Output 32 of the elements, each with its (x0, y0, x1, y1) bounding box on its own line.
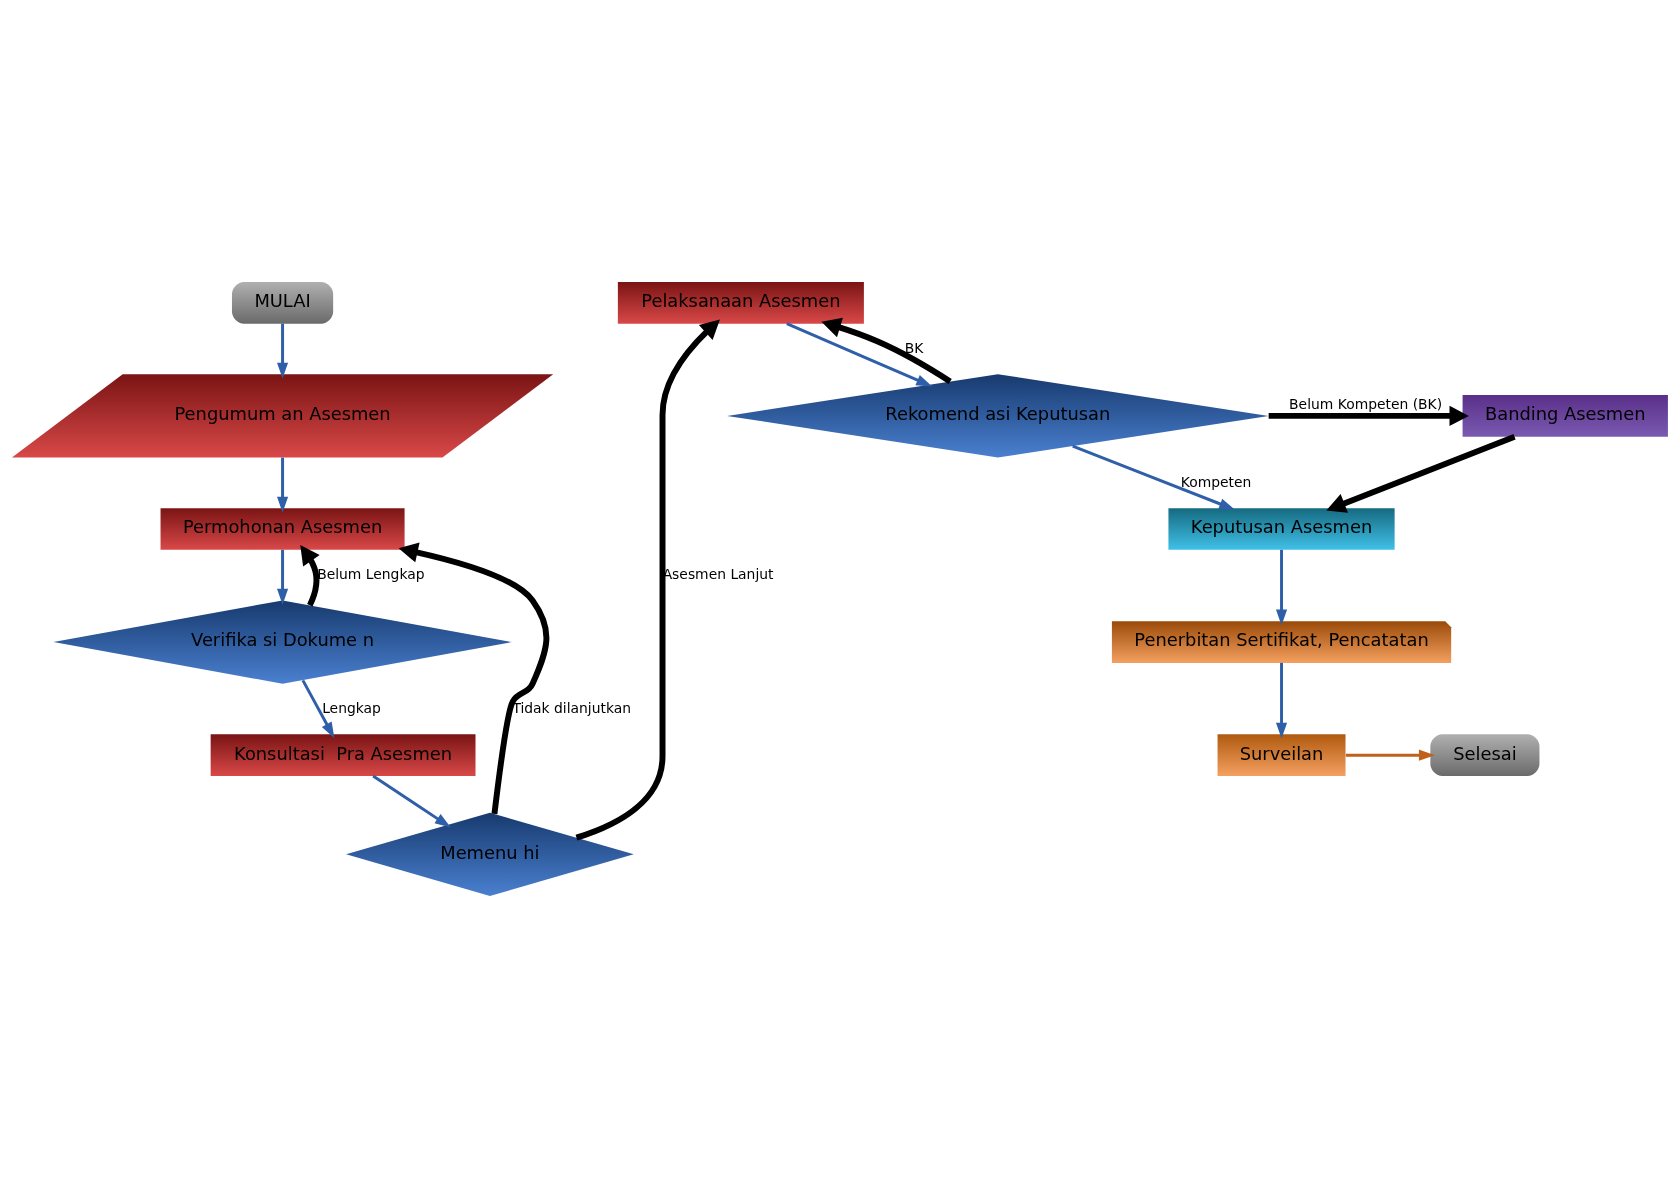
edge-label: BK (904, 339, 924, 356)
arrow (1275, 662, 1288, 739)
arrow (398, 542, 550, 815)
arrow (372, 774, 451, 828)
node-box: Keputusan Asesmen (1168, 508, 1395, 550)
node-box: Permohonan Asesmen (160, 508, 405, 550)
node-diamond: Verifika si Dokume n (53, 600, 512, 684)
arrow (301, 679, 335, 739)
arrow (786, 322, 933, 387)
edge-label: Kompeten (1180, 473, 1252, 490)
node-box: Banding Asesmen (1462, 395, 1668, 437)
arrow (821, 317, 952, 384)
node-box: Konsultasi Pra Asesmen (210, 734, 476, 776)
edge-label: Belum Lengkap (317, 565, 425, 582)
arrow (575, 319, 720, 841)
node-box: MULAI (231, 281, 334, 324)
node-box: Pelaksanaan Asesmen (617, 281, 864, 324)
node-box: Selesai (1430, 734, 1540, 776)
arrow (1345, 749, 1435, 761)
arrow (277, 323, 289, 379)
arrow (277, 549, 289, 605)
arrow (277, 457, 289, 513)
node-box: Surveilan (1217, 734, 1346, 776)
arrow (1072, 444, 1236, 510)
arrow (300, 545, 320, 607)
edge-label: Belum Kompeten (BK) (1289, 396, 1443, 413)
arrow (1268, 405, 1469, 427)
edge-label: Asesmen Lanjut (662, 565, 774, 582)
edge-label: Tidak dilanjutkan (512, 699, 632, 716)
arrow (1326, 433, 1516, 513)
arrow (1275, 549, 1288, 626)
edge-label: Lengkap (322, 699, 381, 716)
